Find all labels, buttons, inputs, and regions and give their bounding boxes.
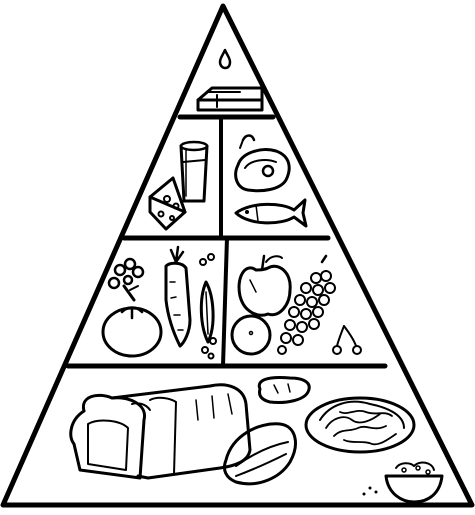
pyramid-outline — [3, 6, 472, 505]
bread-loaf-icon — [71, 385, 250, 478]
peapod-icon — [201, 282, 213, 342]
milk-glass-icon — [181, 142, 207, 201]
fish-icon — [236, 200, 306, 226]
pasta-plate-icon — [306, 398, 414, 452]
orange-icon — [232, 316, 270, 354]
apple-icon — [239, 256, 290, 315]
steak-icon — [236, 136, 290, 191]
broccoli-icon — [109, 259, 143, 300]
oil-drop-icon — [220, 50, 230, 68]
tier-grains — [71, 377, 442, 502]
tomato-icon — [103, 308, 161, 357]
carrot-icon — [166, 247, 190, 346]
crumb-marks — [363, 487, 378, 496]
butter-stick-icon — [198, 88, 262, 110]
section-divider-vegetables-fruits — [223, 238, 227, 366]
cheese-wedge-icon — [150, 178, 185, 229]
bread-roll-icon — [259, 377, 309, 402]
tier-fats-oils-sweets — [198, 50, 262, 110]
section-vegetables — [103, 247, 216, 359]
cereal-bowl-icon — [386, 463, 442, 502]
croissant-icon — [224, 424, 295, 484]
pyramid-frame — [3, 6, 472, 505]
section-fruits — [232, 256, 361, 354]
cherries-icon — [333, 326, 361, 354]
